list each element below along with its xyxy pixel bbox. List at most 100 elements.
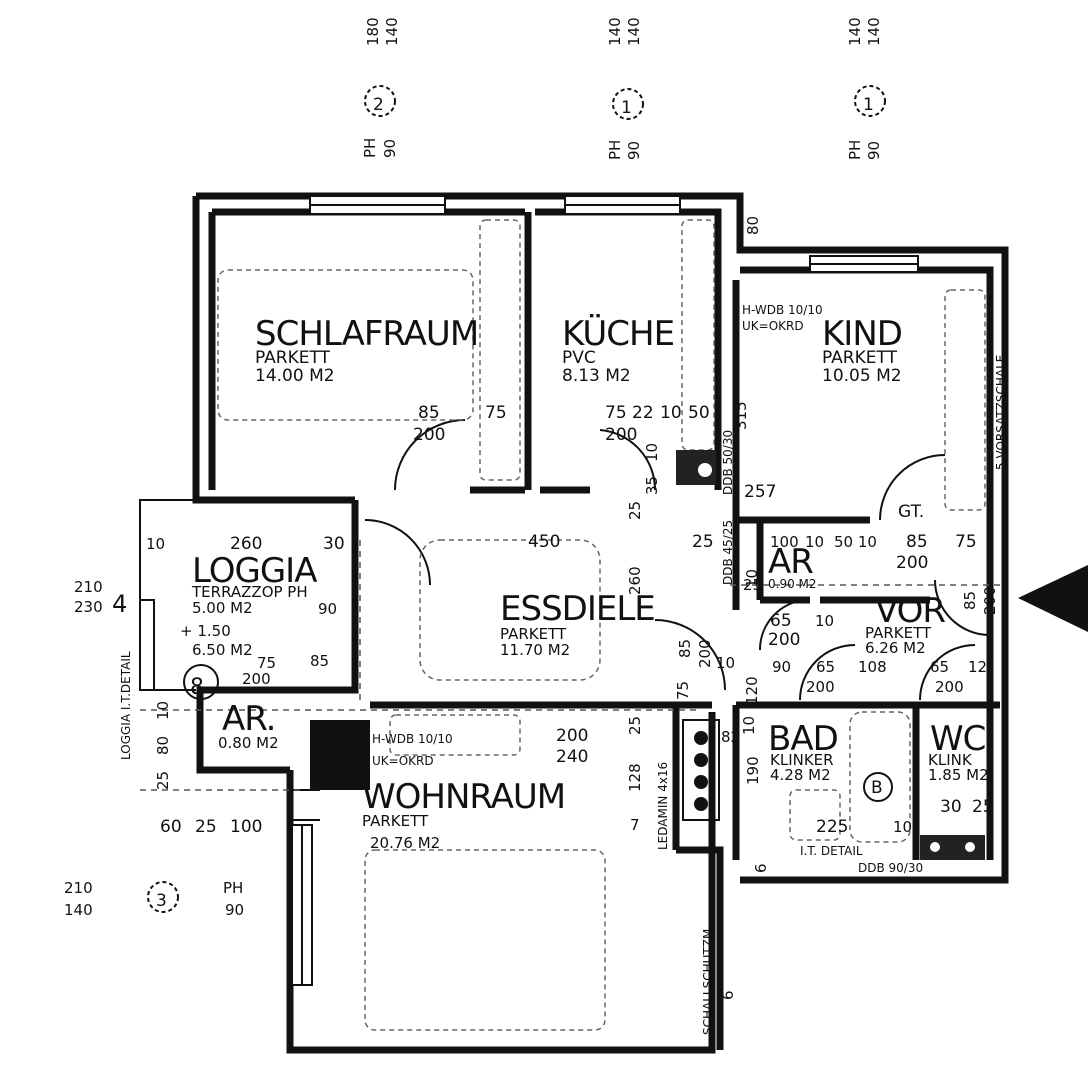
axis-top-value: 140 xyxy=(865,17,883,46)
note-b: B xyxy=(871,778,883,798)
dim: 10 xyxy=(740,716,758,735)
axis-number: 2 xyxy=(373,95,384,115)
dim: 80 xyxy=(154,736,172,755)
dim: 200 xyxy=(981,586,999,615)
room-wc: WC KLINK 1.85 M2 xyxy=(928,719,989,784)
ph-value: 90 xyxy=(381,139,399,158)
room-kueche: KÜCHE PVC 8.13 M2 xyxy=(562,313,675,386)
dim: 200 xyxy=(696,639,714,668)
dim: 100 xyxy=(230,817,262,837)
note-gt: GT. xyxy=(898,502,924,522)
room-floor: PARKETT xyxy=(255,348,331,368)
axis-value: 210 xyxy=(64,879,93,897)
dim: 75 xyxy=(955,532,977,552)
dim: 60 xyxy=(160,817,182,837)
axis-marker-1a: 140 140 1 PH 90 xyxy=(606,17,644,160)
room-floor: KLINKER xyxy=(770,751,834,769)
dim: 190 xyxy=(744,756,762,785)
axis-marker-1b: 140 140 1 PH 90 xyxy=(846,17,886,160)
dim: 25 xyxy=(626,716,644,735)
dim: 50 xyxy=(688,403,710,423)
dim: 10 xyxy=(146,535,165,553)
room-name: SCHLAFRAUM xyxy=(255,314,478,354)
room-floor: PVC xyxy=(562,348,596,368)
dim: 6 xyxy=(752,863,770,873)
room-area: 14.00 M2 xyxy=(255,366,335,386)
ph-label: PH xyxy=(361,138,379,158)
note-loggia-detail: LOGGIA I.T.DETAIL xyxy=(119,651,133,760)
dim: 128 xyxy=(626,763,644,792)
dim: 30 xyxy=(940,797,962,817)
room-essdiele: ESSDIELE PARKETT 11.70 M2 xyxy=(500,589,656,659)
axis-number: 1 xyxy=(863,95,874,115)
dim: 65 xyxy=(770,611,792,631)
room-area: 4.28 M2 xyxy=(770,766,831,784)
dim: 35 xyxy=(643,476,661,495)
room-floor: PARKETT xyxy=(362,812,429,830)
room-floor: PARKETT xyxy=(500,625,567,643)
ph-value: 90 xyxy=(865,141,883,160)
axis-top-value: 140 xyxy=(846,17,864,46)
dim: 65 xyxy=(816,658,835,676)
note-ledamin: LEDAMIN 4x16 xyxy=(656,762,670,850)
room-area: 5.00 M2 xyxy=(192,599,253,617)
note-ddb: DDB 50/30 xyxy=(721,430,735,495)
room-name: KÜCHE xyxy=(562,313,674,354)
dim: 10 xyxy=(660,403,682,423)
dim: 25 xyxy=(692,532,714,552)
room-kind: KIND PARKETT 10.05 M2 xyxy=(822,314,903,386)
room-floor: KLINK xyxy=(928,751,973,769)
dim: 6 xyxy=(719,990,737,1000)
ph-label: PH xyxy=(223,879,243,897)
dim: 85 xyxy=(906,532,928,552)
axis-number: 4 xyxy=(112,590,126,618)
dim: 120 xyxy=(743,676,761,705)
dim: 75 xyxy=(605,403,627,423)
dim: 25 xyxy=(626,501,644,520)
dim: 75 xyxy=(485,403,507,423)
dim: 10 xyxy=(815,612,834,630)
room-area: 10.05 M2 xyxy=(822,366,902,386)
ph-value: 90 xyxy=(625,141,643,160)
dim: 90 xyxy=(318,600,337,618)
room-floor: PARKETT xyxy=(865,624,932,642)
room-wohnraum: WOHNRAUM PARKETT 20.76 M2 xyxy=(362,777,566,852)
dim: 82 xyxy=(721,728,740,746)
axis-number: 1 xyxy=(621,98,632,118)
dim: 25 xyxy=(743,576,762,594)
note-ukokrd: UK=OKRD xyxy=(372,754,434,768)
axis-top-value: 140 xyxy=(606,17,624,46)
room-schlafraum: SCHLAFRAUM PARKETT 14.00 M2 xyxy=(255,314,479,386)
note-detail: I.T. DETAIL xyxy=(800,844,863,858)
dimensions: 80 85 200 75 75 22 10 50 200 315 10 35 2… xyxy=(146,216,999,1000)
dim: 65 xyxy=(930,658,949,676)
axis-value: 230 xyxy=(74,598,103,616)
room-area: 1.85 M2 xyxy=(928,766,989,784)
room-area: 0.90 M2 xyxy=(768,577,817,591)
dim: 108 xyxy=(858,658,887,676)
dim: 10 xyxy=(805,533,824,551)
room-area: 6.26 M2 xyxy=(865,639,926,657)
room-floor: TERRAZZOP PH xyxy=(191,583,308,601)
axis-value: 140 xyxy=(64,901,93,919)
room-area: 20.76 M2 xyxy=(370,834,440,852)
dim: 450 xyxy=(528,532,560,552)
axis-top-value: 140 xyxy=(383,17,401,46)
axis-top-value: 180 xyxy=(364,17,382,46)
dim: 10 xyxy=(716,654,735,672)
dim: 12 xyxy=(968,658,987,676)
dim: 257 xyxy=(744,482,776,502)
dim: 10 xyxy=(893,818,912,836)
dim: 200 xyxy=(806,678,835,696)
axis-value: 210 xyxy=(74,578,103,596)
dim: 7 xyxy=(630,816,640,834)
guide-lines xyxy=(140,540,1005,791)
door-swings xyxy=(364,419,991,701)
dim: 260 xyxy=(626,566,644,595)
dim: 85 xyxy=(961,591,979,610)
axis-top-value: 140 xyxy=(625,17,643,46)
dim: 200 xyxy=(413,425,445,445)
room-name: VOR xyxy=(875,591,945,631)
dim: 200 xyxy=(768,630,800,650)
